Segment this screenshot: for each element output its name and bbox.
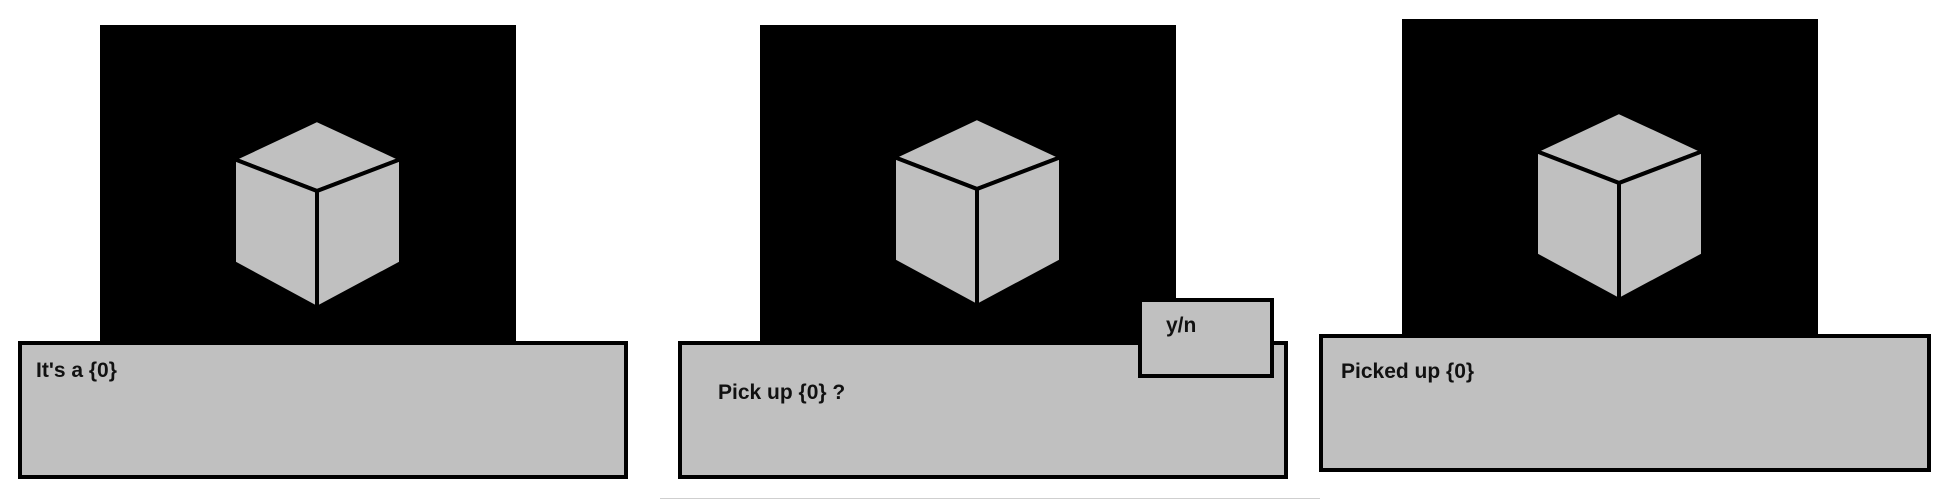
prompt-text: y/n <box>1166 314 1197 337</box>
dialog-box: Picked up {0} <box>1319 334 1931 472</box>
dialog-box: It's a {0} <box>18 341 628 479</box>
dialog-text: Picked up {0} <box>1341 360 1475 383</box>
panel-3: Picked up {0} <box>1300 0 1945 499</box>
panel-1: It's a {0} <box>0 0 640 499</box>
game-screen <box>1402 19 1818 341</box>
game-screen <box>760 25 1176 347</box>
cube-icon <box>232 118 403 310</box>
cube-icon <box>1534 110 1705 302</box>
dialog-text: It's a {0} <box>36 359 117 382</box>
game-screen <box>100 25 516 347</box>
panel-2: Pick up {0} ? y/n <box>660 0 1300 499</box>
cube-icon <box>892 116 1063 308</box>
yes-no-prompt[interactable]: y/n <box>1138 298 1274 378</box>
dialog-text: Pick up {0} ? <box>718 381 846 404</box>
